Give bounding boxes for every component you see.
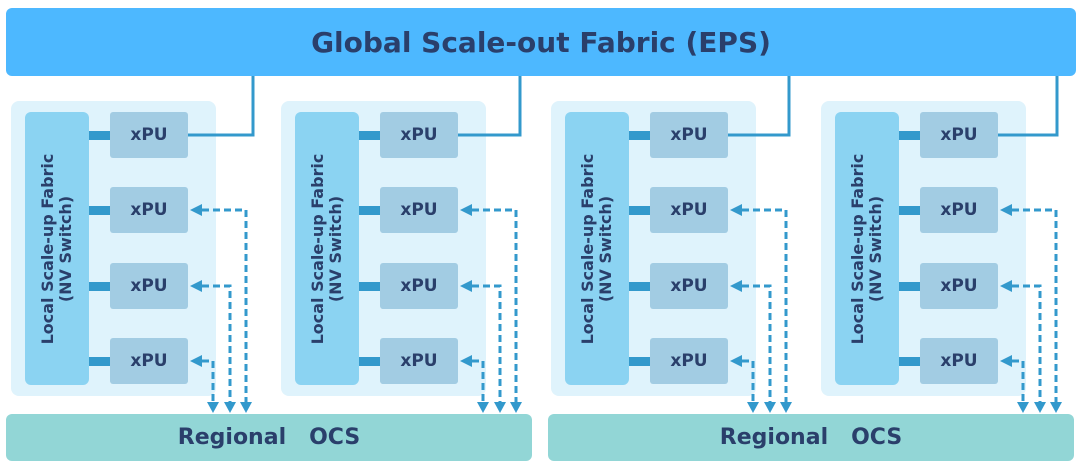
- arrow-down-icon: [494, 402, 506, 413]
- switch-label-line1: Local Scale-up Fabric: [848, 153, 867, 344]
- switch-label: Local Scale-up Fabric(NV Switch): [308, 153, 345, 344]
- switch-label: Local Scale-up Fabric(NV Switch): [38, 153, 75, 344]
- xpu-node: xPU: [110, 187, 188, 233]
- switch-label: Local Scale-up Fabric(NV Switch): [848, 153, 885, 344]
- arrow-down-icon: [477, 402, 489, 413]
- xpu-node: xPU: [110, 338, 188, 384]
- xpu-node: xPU: [650, 187, 728, 233]
- arrow-down-icon: [764, 402, 776, 413]
- scale-up-link: [899, 357, 920, 366]
- xpu-node: xPU: [110, 112, 188, 158]
- pod-1: Local Scale-up Fabric(NV Switch) xPU xPU xP…: [11, 101, 216, 396]
- xpu-node: xPU: [920, 338, 998, 384]
- scale-up-link: [89, 131, 110, 140]
- scale-up-link: [629, 131, 650, 140]
- xpu-node: xPU: [380, 338, 458, 384]
- regional-ocs-left: Regional OCS: [6, 414, 532, 461]
- switch-label-line1: Local Scale-up Fabric: [38, 153, 57, 344]
- scale-up-link: [359, 282, 380, 291]
- pod-2: Local Scale-up Fabric(NV Switch) xPU xPU xP…: [281, 101, 486, 396]
- scale-up-link: [899, 131, 920, 140]
- scale-up-link: [359, 131, 380, 140]
- regional-ocs-label: Regional OCS: [177, 425, 361, 450]
- scale-up-link: [629, 357, 650, 366]
- local-scale-up-switch: Local Scale-up Fabric(NV Switch): [835, 112, 899, 385]
- switch-label-line2: (NV Switch): [326, 195, 345, 302]
- switch-label-line1: Local Scale-up Fabric: [578, 153, 597, 344]
- arrow-down-icon: [747, 402, 759, 413]
- arrow-down-icon: [240, 402, 252, 413]
- local-scale-up-switch: Local Scale-up Fabric(NV Switch): [25, 112, 89, 385]
- xpu-node: xPU: [650, 338, 728, 384]
- arrow-down-icon: [780, 402, 792, 413]
- switch-label-line2: (NV Switch): [866, 195, 885, 302]
- global-fabric-label: Global Scale-out Fabric (EPS): [311, 25, 771, 59]
- xpu-node: xPU: [650, 112, 728, 158]
- scale-up-link: [89, 282, 110, 291]
- xpu-node: xPU: [380, 112, 458, 158]
- arrow-down-icon: [207, 402, 219, 413]
- local-scale-up-switch: Local Scale-up Fabric(NV Switch): [565, 112, 629, 385]
- scale-up-link: [89, 206, 110, 215]
- scale-up-link: [899, 282, 920, 291]
- xpu-node: xPU: [380, 263, 458, 309]
- scale-up-link: [359, 206, 380, 215]
- global-scale-out-fabric: Global Scale-out Fabric (EPS): [6, 8, 1076, 76]
- pod-4: Local Scale-up Fabric(NV Switch) xPU xPU xP…: [821, 101, 1026, 396]
- xpu-node: xPU: [920, 263, 998, 309]
- scale-up-link: [629, 206, 650, 215]
- arrow-down-icon: [1050, 402, 1062, 413]
- scale-up-link: [89, 357, 110, 366]
- arrow-down-icon: [1017, 402, 1029, 413]
- arrow-down-icon: [1034, 402, 1046, 413]
- regional-ocs-right: Regional OCS: [548, 414, 1074, 461]
- scale-up-link: [899, 206, 920, 215]
- xpu-node: xPU: [920, 112, 998, 158]
- xpu-node: xPU: [110, 263, 188, 309]
- switch-label-line1: Local Scale-up Fabric: [308, 153, 327, 344]
- scale-up-link: [359, 357, 380, 366]
- xpu-node: xPU: [380, 187, 458, 233]
- regional-ocs-label: Regional OCS: [719, 425, 903, 450]
- arrow-down-icon: [224, 402, 236, 413]
- local-scale-up-switch: Local Scale-up Fabric(NV Switch): [295, 112, 359, 385]
- switch-label-line2: (NV Switch): [56, 195, 75, 302]
- xpu-node: xPU: [650, 263, 728, 309]
- arrow-down-icon: [510, 402, 522, 413]
- switch-label: Local Scale-up Fabric(NV Switch): [578, 153, 615, 344]
- switch-label-line2: (NV Switch): [596, 195, 615, 302]
- pod-3: Local Scale-up Fabric(NV Switch) xPU xPU xP…: [551, 101, 756, 396]
- xpu-node: xPU: [920, 187, 998, 233]
- scale-up-link: [629, 282, 650, 291]
